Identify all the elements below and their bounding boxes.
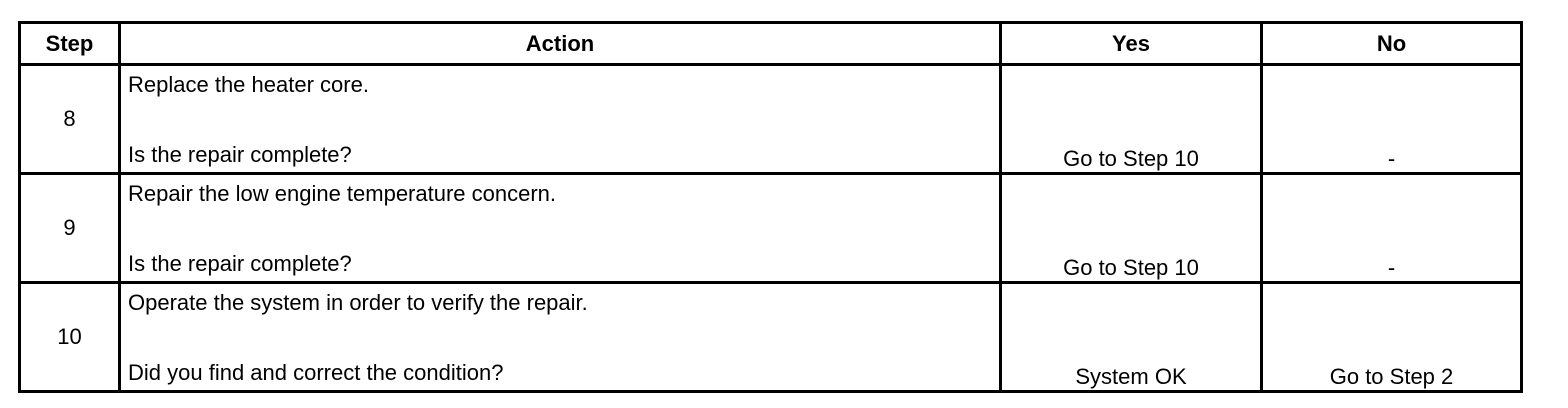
table-header: Step Action Yes No [18,21,1523,66]
header-action: Action [118,21,1002,66]
action-text: Operate the system in order to verify th… [128,290,588,315]
action-cell: Operate the system in order to verify th… [118,281,1002,393]
action-cell: Repair the low engine temperature concer… [118,172,1002,284]
yes-result: Go to Step 10 [999,63,1263,175]
action-question: Did you find and correct the condition? [128,360,504,385]
action-text: Replace the heater core. [128,72,369,97]
step-number: 9 [18,172,121,284]
yes-result: System OK [999,281,1263,393]
action-text: Repair the low engine temperature concer… [128,181,557,206]
table-body: 8 Replace the heater core. Is the repair… [18,63,1523,393]
yes-result: Go to Step 10 [999,172,1263,284]
action-cell: Replace the heater core. Is the repair c… [118,63,1002,175]
table-row: 10 Operate the system in order to verify… [18,281,1523,393]
step-number: 10 [18,281,121,393]
no-result: - [1260,63,1523,175]
action-question: Is the repair complete? [128,142,352,167]
table-row: 8 Replace the heater core. Is the repair… [18,63,1523,175]
diagnostic-table-container: Step Action Yes No 8 Replace the heater … [18,21,1523,393]
step-number: 8 [18,63,121,175]
table-row: 9 Repair the low engine temperature conc… [18,172,1523,284]
header-no: No [1260,21,1523,66]
header-step: Step [18,21,121,66]
diagnostic-table: Step Action Yes No 8 Replace the heater … [18,21,1523,393]
no-result: - [1260,172,1523,284]
no-result: Go to Step 2 [1260,281,1523,393]
header-yes: Yes [999,21,1263,66]
header-row: Step Action Yes No [18,21,1523,66]
action-question: Is the repair complete? [128,251,352,276]
